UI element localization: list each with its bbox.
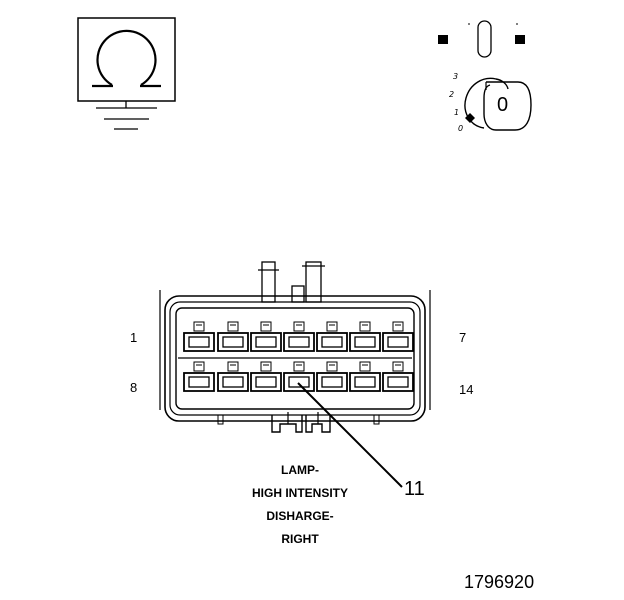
pin-cavity-14 <box>382 361 414 392</box>
ground-icon <box>96 101 157 130</box>
callout-leader-line <box>297 382 403 488</box>
key-position-0: 0 <box>458 124 464 133</box>
callout-line-1: LAMP- <box>281 463 319 477</box>
pin-label-1: 1 <box>130 330 138 345</box>
pin-cavity-5 <box>316 321 348 352</box>
key-position-3: 3 <box>453 72 459 81</box>
pin-cavity-4 <box>283 321 315 352</box>
resistance-meter-icon <box>77 17 176 102</box>
key-position-2: 2 <box>449 90 455 99</box>
pin-cavity-10 <box>250 361 282 392</box>
pin-cavity-12 <box>316 361 348 392</box>
callout-description: LAMP- HIGH INTENSITY DISHARGE- RIGHT <box>230 459 370 551</box>
callout-line-2: HIGH INTENSITY <box>251 486 348 500</box>
figure-id: 1796920 <box>464 572 535 592</box>
pin-label-14: 14 <box>459 382 474 397</box>
pin-cavity-6 <box>349 321 381 352</box>
callout-line-3: DISHARGE- <box>266 509 334 523</box>
pin-cavity-13 <box>349 361 381 392</box>
pin-cavity-3 <box>250 321 282 352</box>
pin-cavity-1 <box>183 321 215 352</box>
key-position-1: 1 <box>454 108 460 117</box>
pin-cavities <box>183 321 414 392</box>
pin-cavity-11 <box>283 361 315 392</box>
pin-label-7: 7 <box>459 330 467 345</box>
connector-housing <box>159 261 431 433</box>
callout-line-4: RIGHT <box>281 532 319 546</box>
pin-label-8: 8 <box>130 380 138 395</box>
callout-pin-number: 11 <box>404 478 425 500</box>
pin-cavity-2 <box>217 321 249 352</box>
key-label: 0 <box>497 94 509 116</box>
pin-cavity-7 <box>382 321 414 352</box>
ignition-key-icon <box>438 20 532 131</box>
pin-cavity-9 <box>217 361 249 392</box>
pin-cavity-8 <box>183 361 215 392</box>
